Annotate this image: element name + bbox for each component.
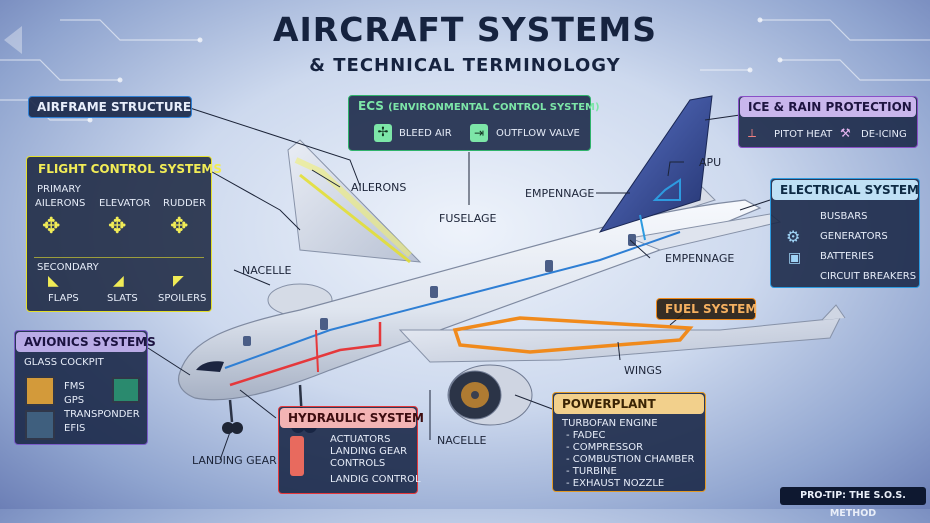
electrical-item-circuit-breakers: CIRCUIT BREAKERS	[820, 271, 917, 282]
map-display-icon	[112, 377, 140, 403]
avionics-item-efis: EFIS	[64, 423, 86, 434]
primary-item-elevator: ELEVATOR	[99, 198, 151, 209]
secondary-item-spoilers: SPOILERS	[158, 293, 207, 304]
avionics-item-fms: FMS	[64, 381, 85, 392]
fan-icon: ✢	[374, 124, 392, 142]
flight-controls-divider	[34, 257, 204, 258]
callout-ailerons: AILERONS	[351, 181, 407, 194]
avionics-item-gps: GPS	[64, 395, 85, 406]
outflow-valve-label: OUTFLOW VALVE	[496, 128, 580, 139]
electrical-item-generators: GENERATORS	[820, 231, 888, 242]
circuit-decoration	[0, 0, 930, 509]
display-icon	[25, 376, 55, 406]
electrical-item-batteries: BATTERIES	[820, 251, 874, 262]
callout-empennage-right: EMPENNAGE	[665, 252, 735, 265]
powerplant-item-compressor: - COMPRESSOR	[566, 442, 644, 453]
ice-rain-title: ICE & RAIN PROTECTION	[740, 97, 916, 117]
actuator-icon	[290, 436, 304, 476]
busbar-icon: ⚙	[786, 227, 801, 246]
hydraulic-item-landig-control: LANDIG CONTROL	[330, 474, 421, 485]
callout-landing-gear: LANDING GEAR	[192, 454, 277, 467]
battery-icon: ▣	[788, 250, 802, 266]
aircraft-illustration	[147, 95, 846, 461]
near-engine	[447, 364, 533, 426]
primary-item-ailerons: AILERONS	[35, 198, 86, 209]
de-icing-icon: ⚒	[840, 126, 851, 140]
slats-icon: ◢	[113, 273, 124, 289]
fuselage	[177, 199, 762, 401]
airframe-structure-label: AIRFRAME STRUCTURE	[28, 96, 192, 118]
pro-tip-banner: PRO-TIP: THE S.O.S. METHOD	[780, 487, 926, 519]
page-subtitle: & TECHNICAL TERMINOLOGY	[309, 55, 621, 76]
valve-icon: ⇥	[470, 124, 488, 142]
ailerons-arrows-icon: ✥	[42, 214, 61, 239]
pitot-heat-icon: ⟂	[748, 126, 757, 140]
hydraulic-item-controls: CONTROLS	[330, 458, 386, 469]
tail-fin	[598, 95, 713, 233]
spoilers-icon: ◤	[173, 273, 184, 289]
avionics-item-transponder: TRANSPONDER	[64, 409, 140, 420]
callout-nacelle-bottom: NACELLE	[437, 434, 487, 447]
ecs-title: ECS (ENVIRONMENTAL CONTROL SYSTEM)	[358, 99, 600, 113]
primary-item-rudder: RUDDER	[163, 198, 206, 209]
callout-nacelle-left: NACELLE	[242, 264, 292, 277]
powerplant-item-exhaust-nozzle: - EXHAUST NOZZLE	[566, 478, 665, 489]
page-title: AIRCRAFT SYSTEMS	[272, 10, 658, 49]
callout-wings: WINGS	[624, 364, 662, 377]
electrical-title: ELECTRICAL SYSTEM	[772, 180, 919, 200]
secondary-item-flaps: FLAPS	[48, 293, 79, 304]
powerplant-title: POWERPLANT	[554, 394, 704, 414]
secondary-item-slats: SLATS	[107, 293, 138, 304]
callout-fuselage: FUSELAGE	[439, 212, 497, 225]
avionics-title: AVIONICS SYSTEMS	[16, 332, 156, 352]
primary-label: PRIMARY	[37, 184, 81, 195]
flight-controls-title: FLIGHT CONTROL SYSTEMS	[38, 162, 223, 176]
elevator-arrows-icon: ✥	[108, 214, 127, 239]
hydraulic-title: HYDRAULIC SYSTEM	[280, 408, 424, 428]
powerplant-item-combustion-chamber: - COMBUSTION CHAMBER	[566, 454, 695, 465]
hydraulic-item-landing-gear: LANDING GEAR	[330, 446, 408, 457]
hydraulic-item-actuators: ACTUATORS	[330, 434, 391, 445]
callout-apu: APU	[699, 156, 722, 169]
turbofan-engine-label: TURBOFAN ENGINE	[562, 418, 658, 429]
powerplant-item-fadec: - FADEC	[566, 430, 606, 441]
display-icon-2	[25, 410, 55, 440]
secondary-label: SECONDARY	[37, 262, 99, 273]
fuel-system-label: FUEL SYSTEM	[656, 298, 757, 320]
flight-controls-panel	[26, 156, 212, 312]
de-icing-label: DE-ICING	[861, 129, 907, 140]
bleed-air-label: BLEED AIR	[399, 128, 452, 139]
powerplant-item-turbine: - TURBINE	[566, 466, 617, 477]
flaps-icon: ◣	[48, 273, 59, 289]
pitot-heat-label: PITOT HEAT	[774, 129, 833, 140]
glass-cockpit-label: GLASS COCKPIT	[24, 357, 104, 368]
callout-empennage-top: EMPENNAGE	[525, 187, 595, 200]
rudder-arrows-icon: ✥	[170, 214, 189, 239]
electrical-item-busbars: BUSBARS	[820, 211, 868, 222]
